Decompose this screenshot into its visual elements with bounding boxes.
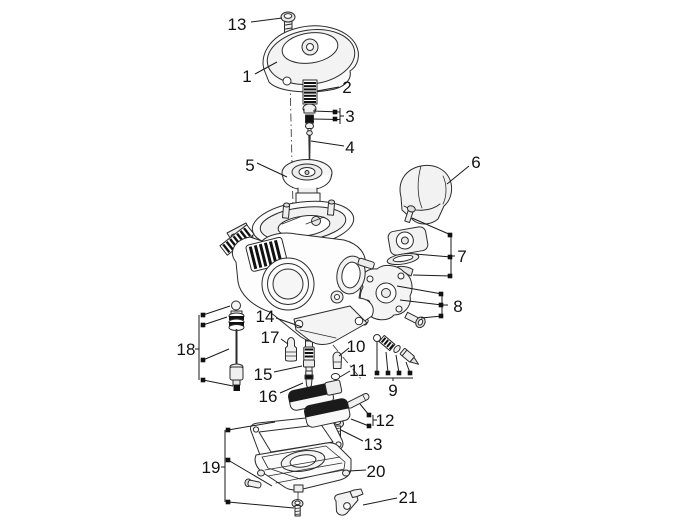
part-float	[288, 379, 351, 428]
callout-dots	[200, 109, 453, 505]
callout-1: 1	[242, 67, 251, 86]
part-throttle-set	[385, 205, 429, 280]
callout-3: 3	[345, 107, 354, 126]
callout-5: 5	[245, 156, 254, 175]
part-bowl-screw	[291, 499, 304, 517]
callout-8: 8	[453, 297, 462, 316]
part-float-valve	[304, 370, 314, 392]
part-carburettor-body	[219, 192, 375, 345]
callout-10: 10	[347, 337, 366, 356]
callout-11: 11	[349, 361, 367, 380]
callout-13-top: 13	[228, 15, 247, 34]
callout-19: 19	[202, 458, 221, 477]
part-top-cover	[262, 25, 359, 93]
callout-leader-lines	[195, 17, 470, 509]
part-clip-11	[330, 373, 341, 380]
callout-16: 16	[259, 387, 278, 406]
callout-20: 20	[367, 462, 386, 481]
callout-labels: 13 1 2 3 4 5 6 7 8 9 10 11 12 13 14 15 1…	[177, 15, 481, 507]
part-idle-screw-set	[373, 334, 420, 365]
callout-9: 9	[388, 381, 397, 400]
part-main-jet-holder	[303, 340, 315, 372]
part-bowl-pin	[244, 478, 262, 489]
callout-12: 12	[376, 411, 395, 430]
callout-18: 18	[177, 340, 196, 359]
part-float-bowl	[254, 442, 352, 493]
callout-6: 6	[471, 153, 480, 172]
part-jet-17	[285, 337, 297, 362]
part-needle-clip-set	[302, 103, 317, 133]
callout-4: 4	[345, 138, 354, 157]
part-float-pin	[346, 392, 370, 409]
part-clamp	[334, 488, 364, 516]
callout-7: 7	[457, 247, 466, 266]
callout-14: 14	[256, 307, 275, 326]
part-slide-spring	[302, 79, 318, 105]
callout-21: 21	[399, 488, 418, 507]
callout-2: 2	[342, 78, 351, 97]
callout-17: 17	[261, 328, 280, 347]
callout-15: 15	[254, 365, 273, 384]
part-choke-plunger-set	[228, 300, 245, 391]
callout-13-bottom: 13	[364, 435, 383, 454]
